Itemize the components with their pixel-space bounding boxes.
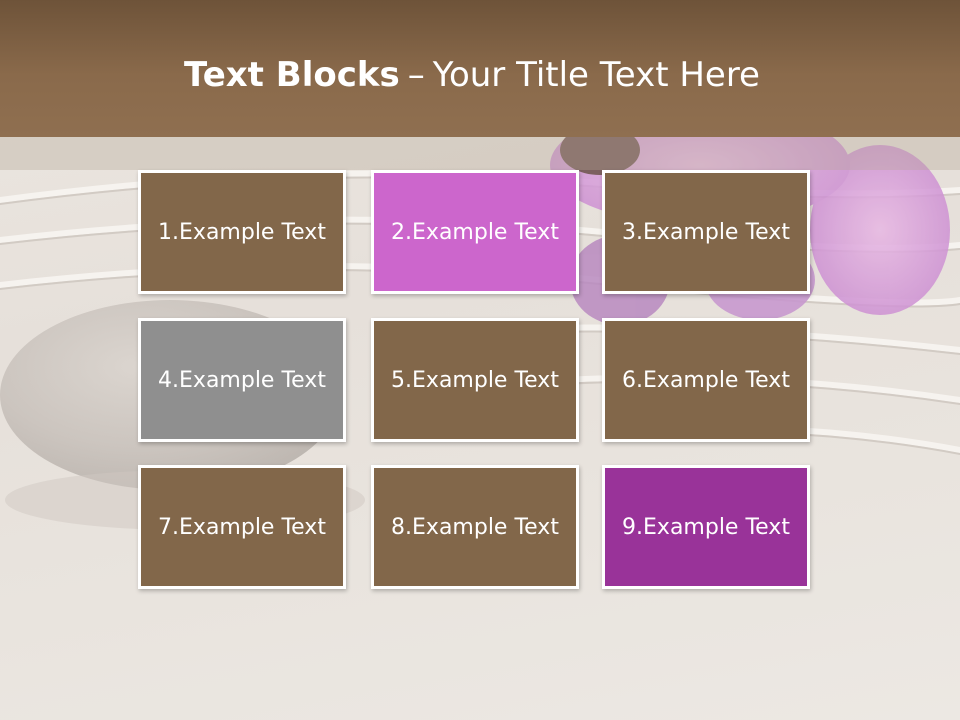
text-blocks-grid: 1.Example Text 2.Example Text 3.Example … [138,170,816,594]
text-block-1[interactable]: 1.Example Text [138,170,346,294]
text-block-9[interactable]: 9.Example Text [602,465,810,589]
text-block-2[interactable]: 2.Example Text [371,170,579,294]
title-bar [0,0,960,137]
header-band [0,137,960,170]
text-block-7[interactable]: 7.Example Text [138,465,346,589]
text-block-8[interactable]: 8.Example Text [371,465,579,589]
title-separator: – [407,55,425,95]
text-block-6[interactable]: 6.Example Text [602,318,810,442]
text-block-4[interactable]: 4.Example Text [138,318,346,442]
title-bold: Text Blocks [184,55,400,95]
text-block-5[interactable]: 5.Example Text [371,318,579,442]
slide-title[interactable]: Text Blocks–Your Title Text Here [0,52,944,98]
title-rest: Your Title Text Here [432,55,760,95]
text-block-3[interactable]: 3.Example Text [602,170,810,294]
